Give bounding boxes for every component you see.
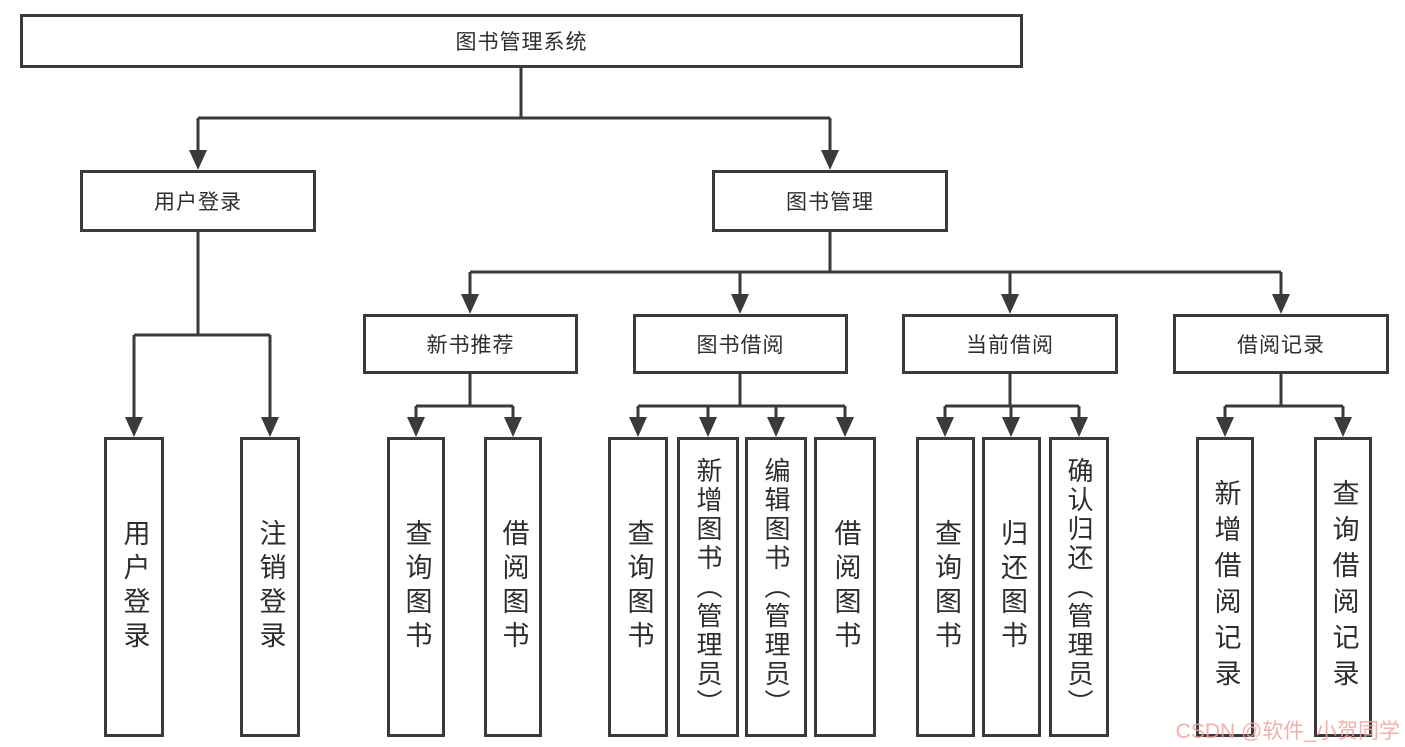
node-label: 图书管理	[786, 191, 874, 214]
node-label: 归还图书	[997, 519, 1027, 655]
node-current-borrowing: 当前借阅	[902, 314, 1118, 374]
node-label: 借阅图书	[498, 519, 529, 655]
node-label: 新增借阅记录	[1210, 479, 1241, 695]
connector-root-to-level2	[196, 68, 832, 152]
leaf-confirm-return-admin: 确认归还（管理员）	[1049, 437, 1109, 737]
leaf-logout-login: 注销登录	[240, 437, 300, 737]
leaf-borrow-books-b: 借阅图书	[814, 437, 876, 737]
leaf-user-login: 用户登录	[104, 437, 164, 737]
node-label: 用户登录	[154, 191, 242, 214]
connector-borrow-record-children	[1223, 374, 1345, 421]
node-label: 查询图书	[623, 519, 654, 655]
leaf-query-borrow-record: 查询借阅记录	[1314, 437, 1372, 737]
node-label: 图书管理系统	[455, 31, 588, 54]
node-library-system: 图书管理系统	[20, 14, 1023, 68]
leaf-return-books: 归还图书	[982, 437, 1041, 737]
node-borrowing-records: 借阅记录	[1173, 314, 1389, 374]
node-new-book-recommendation: 新书推荐	[363, 314, 578, 374]
node-label: 借阅记录	[1237, 334, 1325, 357]
leaf-borrow-books-a: 借阅图书	[484, 437, 542, 737]
leaf-add-book-admin: 新增图书（管理员）	[677, 437, 739, 737]
leaf-add-borrow-record: 新增借阅记录	[1196, 437, 1254, 737]
leaf-query-books-c: 查询图书	[916, 437, 975, 737]
leaf-edit-book-admin: 编辑图书（管理员）	[745, 437, 807, 737]
connector-new-book-children	[414, 374, 515, 421]
node-label: 用户登录	[119, 519, 150, 655]
connector-user-login-children	[132, 232, 272, 421]
node-label: 查询图书	[931, 519, 961, 655]
node-book-borrowing: 图书借阅	[633, 314, 848, 374]
node-label: 当前借阅	[966, 334, 1054, 357]
node-label: 编辑图书（管理员）	[761, 456, 791, 718]
leaf-query-books-b: 查询图书	[608, 437, 668, 737]
node-user-login: 用户登录	[80, 170, 316, 232]
node-label: 借阅图书	[830, 519, 861, 655]
node-label: 查询图书	[401, 519, 432, 655]
connector-book-management-children	[468, 232, 1283, 298]
node-label: 注销登录	[255, 519, 286, 655]
leaf-query-books-a: 查询图书	[387, 437, 445, 737]
node-label: 新书推荐	[426, 334, 515, 357]
watermark: CSDN @软件_小贺同学	[1175, 720, 1400, 743]
node-label: 新增图书（管理员）	[693, 456, 723, 718]
connector-book-borrow-children	[636, 374, 847, 421]
connector-current-borrow-children	[943, 374, 1081, 421]
node-label: 查询借阅记录	[1328, 479, 1359, 695]
node-label: 图书借阅	[696, 334, 785, 357]
node-book-management: 图书管理	[712, 170, 948, 232]
node-label: 确认归还（管理员）	[1064, 456, 1094, 718]
